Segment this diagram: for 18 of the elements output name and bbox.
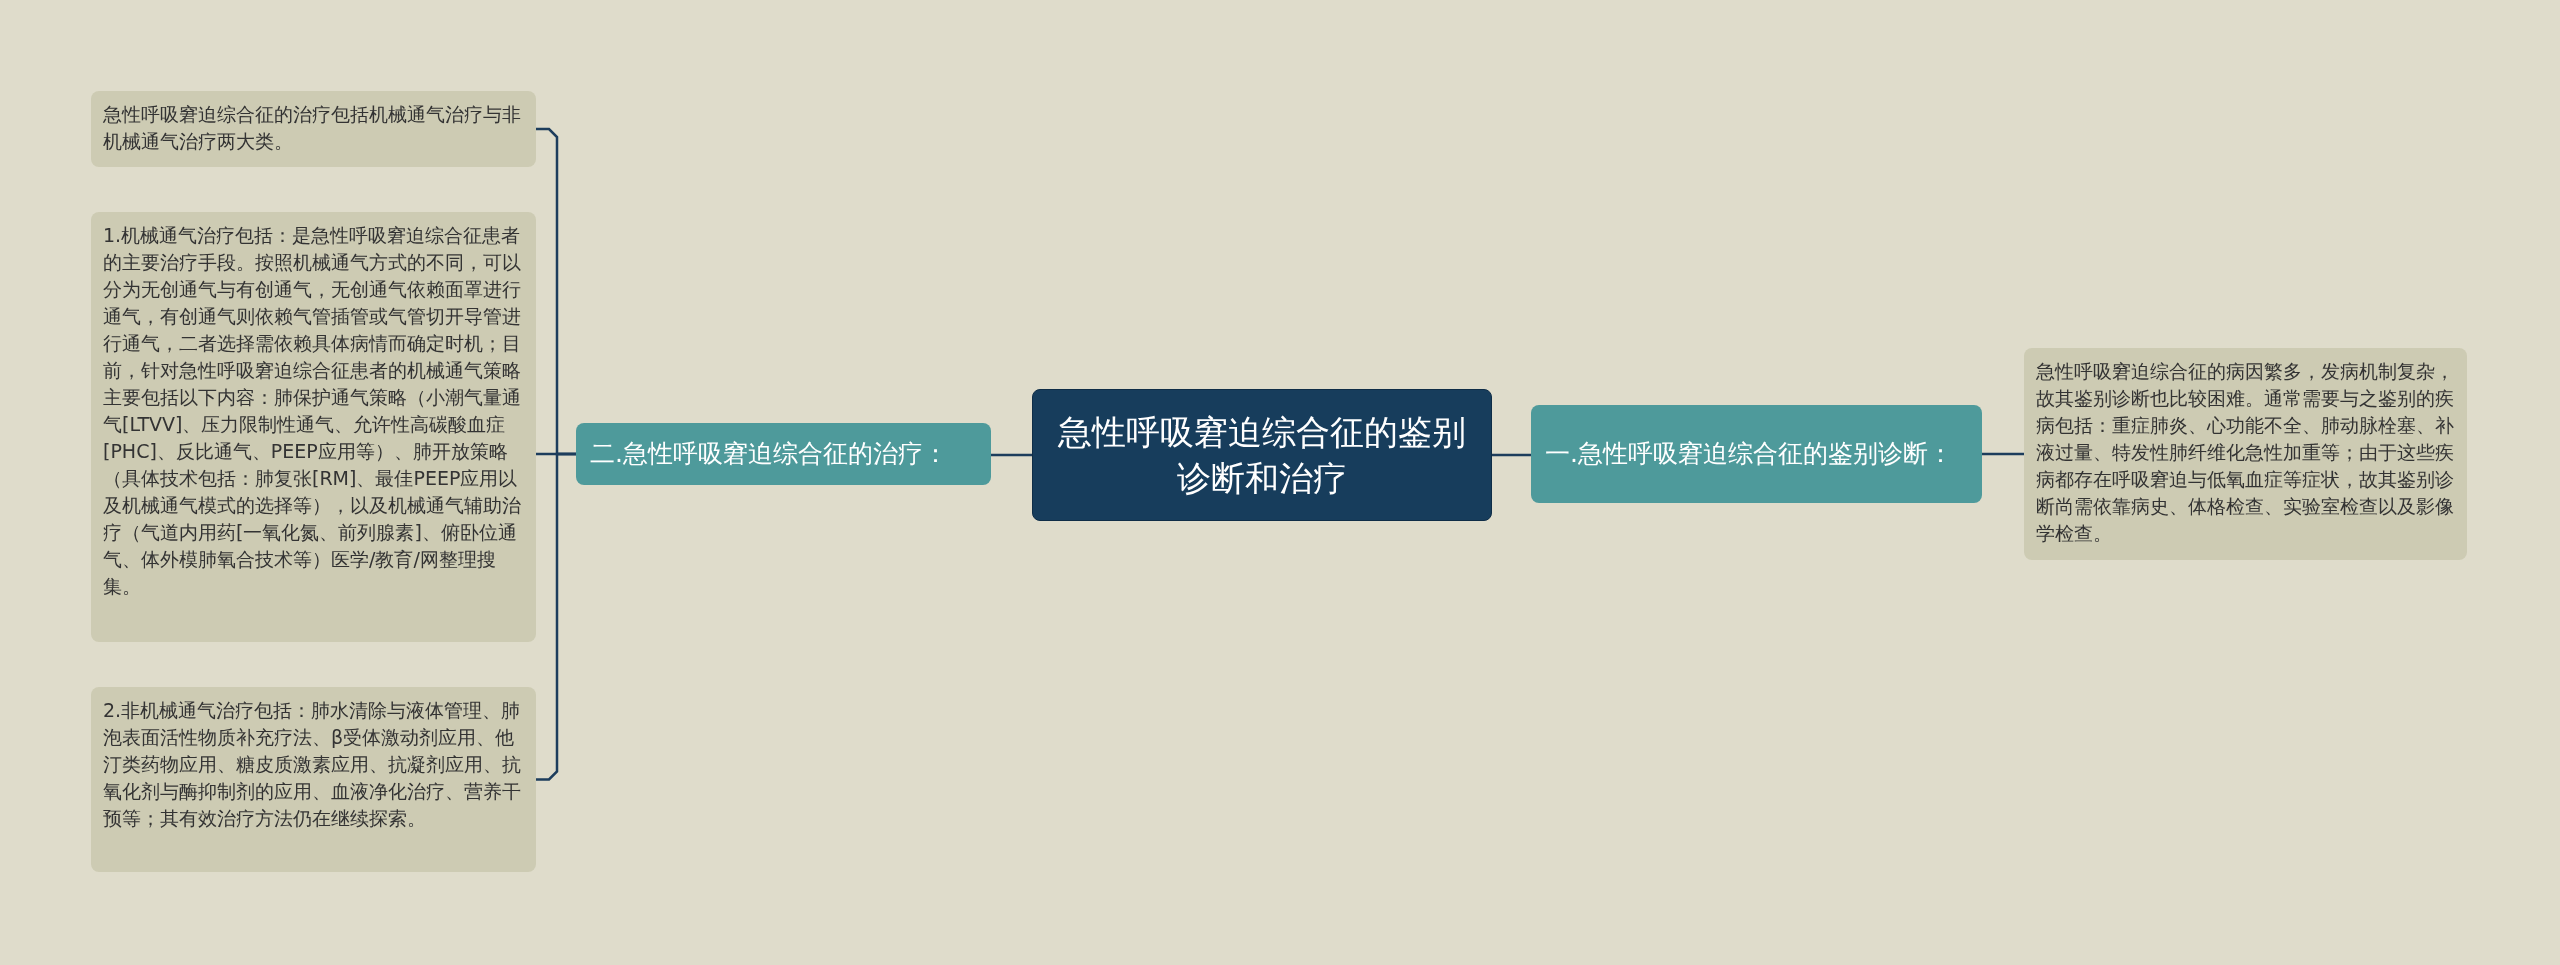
branch-topic-box	[1531, 405, 1982, 503]
detail-note-text: 急性呼吸窘迫综合征的治疗包括机械通气治疗与非机械通气治疗两大类。	[103, 102, 522, 154]
connector-line	[1982, 452, 2024, 456]
branch-topic-text: 一.急性呼吸窘迫综合征的鉴别诊断：	[1545, 438, 1953, 470]
central-topic-text: 急性呼吸窘迫综合征的鉴别诊断和治疗	[1057, 411, 1467, 500]
detail-note-text: 1.机械通气治疗包括：是急性呼吸窘迫综合征患者的主要治疗手段。按照机械通气方式的不同，可以分为无创通气与有创通气，无创通气依赖面罩进行通气，有创通气则依赖气管插管或气管切开导管进行通气，二者选择需依赖具体病情而确定时机；目前，针对急性呼吸窘迫综合征患者的机械通气策略主要包括以下内容：肺保护通气策略（小潮气量通气[LTVV]、压力限制性通气、允许性高碳酸血症[PHC]、反比通气、PEEP应用等）、肺开放策略（具体技术包括：肺复张[RM]、最佳PEEP应用以及机械通气模式的选择等），以及机械通气辅助治疗（气道内用药[一氧化氮、前列腺素]、俯卧位通气、体外模肺氧合技术等）医学/教育/网整理搜集。	[103, 223, 522, 599]
detail-note-box	[2024, 348, 2467, 560]
connector-line	[1492, 453, 1531, 457]
central-topic-box	[1032, 389, 1492, 521]
detail-note-box	[91, 687, 536, 872]
detail-note-box	[91, 91, 536, 167]
connector-line	[536, 452, 576, 781]
branch-topic-text: 二.急性呼吸窘迫综合征的治疗：	[590, 438, 948, 470]
branch-topic-box	[576, 423, 991, 485]
detail-note-text: 急性呼吸窘迫综合征的病因繁多，发病机制复杂，故其鉴别诊断也比较困难。通常需要与之鉴别的疾病包括：重症肺炎、心功能不全、肺动脉栓塞、补液过量、特发性肺纤维化急性加重等；由于这些疾病都存在呼吸窘迫与低氧血症等症状，故其鉴别诊断尚需依靠病史、体格检查、实验室检查以及影像学检查。	[2036, 359, 2455, 546]
detail-note-box	[91, 212, 536, 642]
detail-note-text: 2.非机械通气治疗包括：肺水清除与液体管理、肺泡表面活性物质补充疗法、β受体激动剂应用、他汀类药物应用、糖皮质激素应用、抗凝剂应用、抗氧化剂与酶抑制剂的应用、血液净化治疗、营养干预等；其有效治疗方法仍在继续探索。	[103, 698, 522, 831]
connector-line	[991, 453, 1032, 457]
